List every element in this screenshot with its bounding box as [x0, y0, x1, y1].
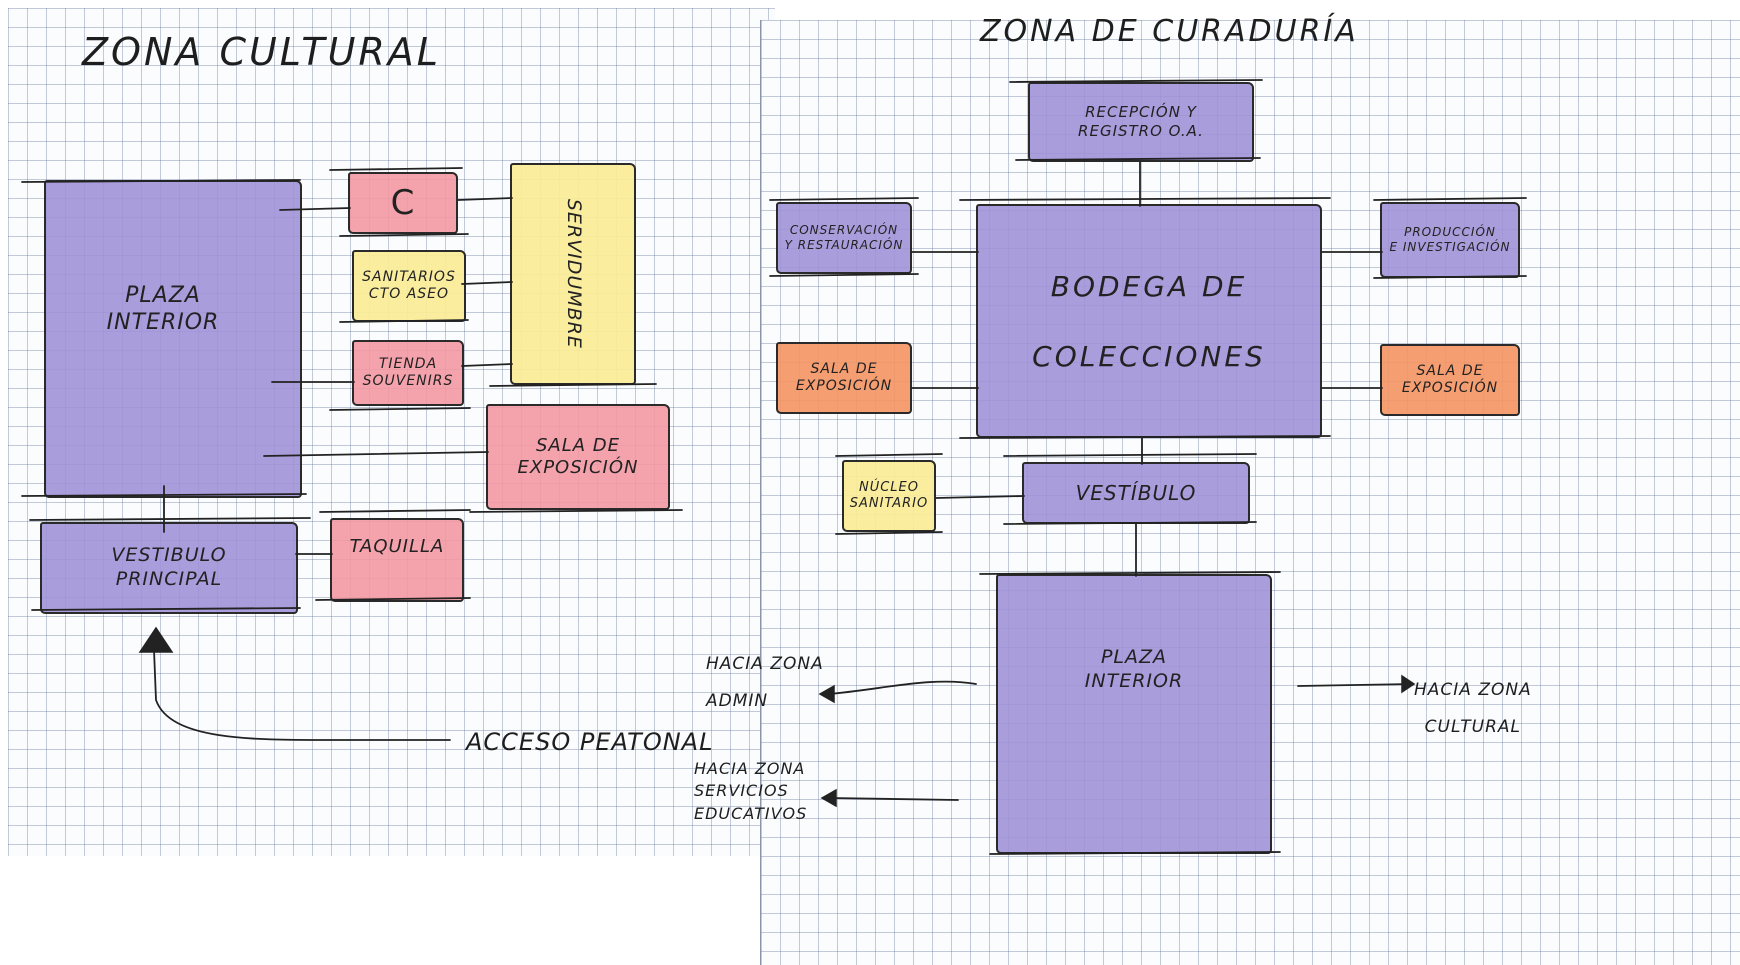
curaduria-sala-exposicion-right: SALA DE EXPOSICIÓN: [1380, 344, 1520, 416]
arrow-acceso-head: [138, 626, 174, 653]
line-plaza-admin: [827, 680, 977, 695]
line-tienda-servidumbre: [461, 363, 513, 367]
cultural-taquilla: TAQUILLA: [330, 518, 464, 602]
line-c-servidumbre: [457, 197, 513, 201]
line-nucleo-vestibulo: [935, 495, 1025, 499]
cultural-sanitarios: SANITARIOS CTO ASEO: [352, 250, 466, 322]
line-sanitarios-servidumbre: [461, 281, 513, 285]
curaduria-conservacion-restauracion: CONSERVACIÓN Y RESTAURACIÓN: [776, 202, 912, 274]
cultural-tienda-souvenirs: TIENDA SOUVENIRS: [352, 340, 464, 406]
arrow-servicios-head: [820, 788, 837, 808]
cultural-plaza-interior: PLAZA INTERIOR: [44, 180, 302, 498]
arrow-admin-head: [818, 684, 835, 704]
zone-cultural-title: ZONA CULTURAL: [82, 30, 441, 74]
cultural-servidumbre: SERVIDUMBRE: [510, 163, 636, 385]
line-plaza-servicios: [829, 797, 959, 801]
line-acceso: [153, 649, 451, 741]
note-hacia-zona-cultural: HACIA ZONA CULTURAL: [1414, 680, 1532, 738]
acceso-peatonal-label: ACCESO PEATONAL: [466, 728, 714, 756]
note-hacia-zona-admin: HACIA ZONA ADMIN: [706, 654, 824, 712]
cultural-vestibulo-principal: VESTIBULO PRINCIPAL: [40, 522, 298, 614]
curaduria-nucleo-sanitario: NÚCLEO SANITARIO: [842, 460, 936, 532]
zone-curaduria-title: ZONA DE CURADURÍA: [980, 14, 1359, 49]
line-plaza-sala: [263, 451, 489, 457]
curaduria-vestibulo: VESTÍBULO: [1022, 462, 1250, 524]
cultural-sala-exposicion: SALA DE EXPOSICIÓN: [486, 404, 670, 510]
arrow-cultural-head: [1401, 674, 1416, 694]
line-plaza-cultural: [1297, 683, 1411, 687]
line-plaza-c: [279, 207, 351, 211]
curaduria-produccion-investigacion: PRODUCCIÓN E INVESTIGACIÓN: [1380, 202, 1520, 278]
cultural-c-block: C: [348, 172, 458, 234]
note-hacia-zona-servicios: HACIA ZONA SERVICIOS EDUCATIVOS: [694, 759, 808, 823]
curaduria-recepcion-registro: RECEPCIÓN Y REGISTRO O.A.: [1028, 82, 1254, 162]
curaduria-bodega-colecciones: BODEGA DE COLECCIONES: [976, 204, 1322, 438]
curaduria-sala-exposicion-left: SALA DE EXPOSICIÓN: [776, 342, 912, 414]
